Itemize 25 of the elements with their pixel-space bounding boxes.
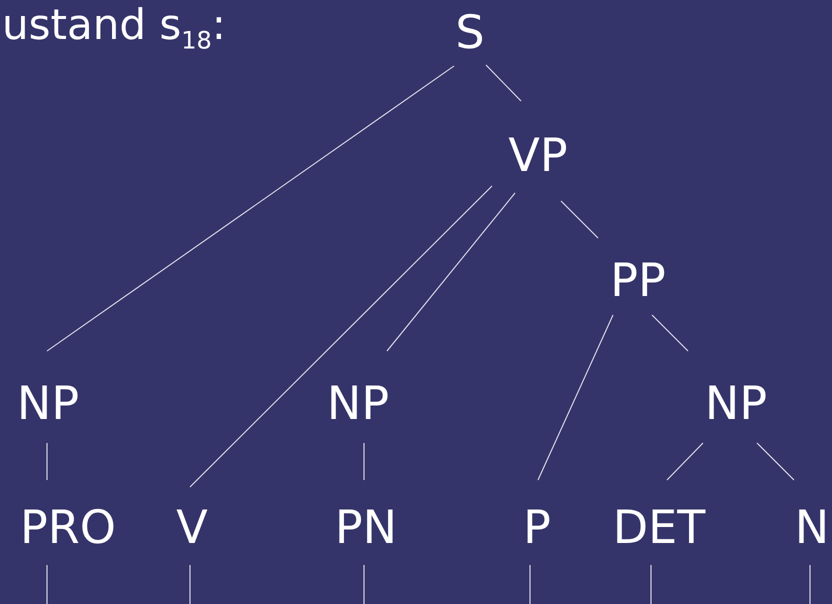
tree-branch-line xyxy=(560,200,598,238)
tree-node-label: NP xyxy=(326,380,390,426)
tree-branch-line xyxy=(666,442,704,480)
tree-branch-line xyxy=(190,186,492,488)
tree-branch-line xyxy=(486,64,522,102)
tree-branch-line xyxy=(538,314,614,480)
tree-node-label: DET xyxy=(612,504,706,550)
tree-branch-line xyxy=(46,66,454,352)
tree-branch-line xyxy=(756,442,794,480)
tree-node-label: V xyxy=(176,504,208,550)
tree-node-label: S xyxy=(455,9,485,55)
tree-node-label: PRO xyxy=(20,504,116,550)
heading: ustand s$_{18}$: xyxy=(2,2,226,54)
tree-node-label: VP xyxy=(508,132,568,178)
tree-branch-line xyxy=(650,564,652,604)
tree-branch-line xyxy=(46,564,48,604)
tree-node-label: P xyxy=(523,504,551,550)
tree-branch-line xyxy=(46,442,48,480)
tree-branch-line xyxy=(652,314,688,352)
tree-node-label: PN xyxy=(334,504,398,550)
tree-node-label: NP xyxy=(704,380,768,426)
tree-node-label: PP xyxy=(610,257,666,303)
tree-branch-line xyxy=(386,192,516,352)
tree-node-label: NP xyxy=(16,380,80,426)
tree-node-label: N xyxy=(794,504,830,550)
